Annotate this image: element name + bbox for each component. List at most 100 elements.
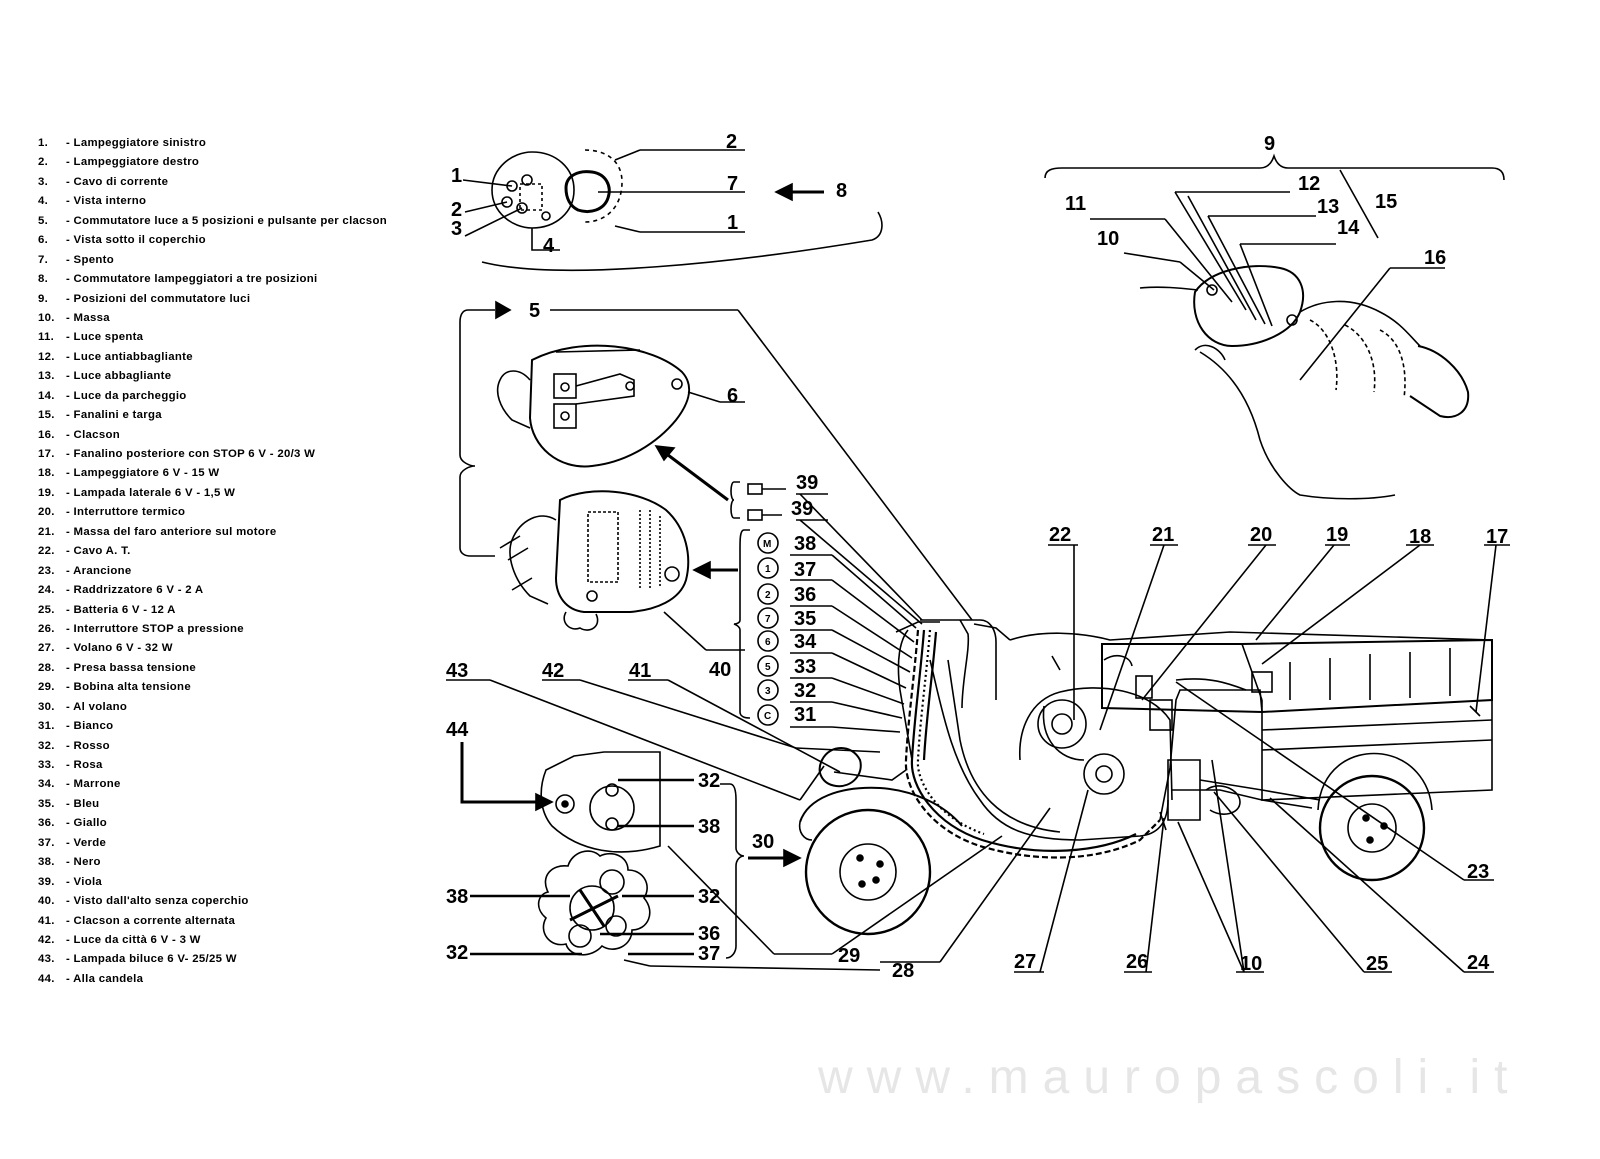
- legend-text: - Bobina alta tensione: [66, 681, 191, 694]
- legend-item: 33.- Rosa: [38, 756, 438, 775]
- legend-text: - Raddrizzatore 6 V - 2 A: [66, 584, 204, 597]
- legend-number: 40.: [38, 895, 55, 908]
- legend-item: 42.- Luce da città 6 V - 3 W: [38, 931, 438, 950]
- legend-text: - Massa del faro anteriore sul motore: [66, 525, 277, 538]
- legend-item: 29. - Bobina alta tensione: [38, 678, 438, 697]
- legend-text: - Luce spenta: [66, 331, 144, 344]
- callout-32: 32: [446, 942, 468, 964]
- callout-12: 12: [1298, 173, 1320, 195]
- legend-text: - Cavo di corrente: [66, 175, 169, 188]
- position-leader-lines: [1090, 191, 1445, 381]
- legend-item: 15.- Fanalini e targa: [38, 406, 438, 425]
- callout-27: 27: [1014, 951, 1036, 973]
- legend-item: 1.- Lampeggiatore sinistro: [38, 134, 438, 153]
- callout-13: 13: [1317, 196, 1339, 218]
- callout-44: 44: [446, 719, 469, 741]
- legend-number: 24.: [38, 584, 55, 597]
- legend-number: 2.: [38, 156, 49, 169]
- callout-11: 11: [1065, 193, 1086, 215]
- legend-text: - Vista interno: [66, 195, 147, 208]
- legend-item: 40. - Visto dall'alto senza coperchio: [38, 892, 438, 911]
- legend-text: - Al volano: [66, 700, 128, 713]
- callout-22: 22: [1049, 524, 1071, 546]
- legend-number: 25.: [38, 603, 55, 616]
- legend-item: 31.- Bianco: [38, 717, 438, 736]
- al-volano-brace: [720, 783, 802, 959]
- legend-number: 3.: [38, 175, 49, 188]
- wire-code-7: 7: [765, 614, 771, 625]
- callout-38: 38: [794, 533, 816, 555]
- legend-number: 37.: [38, 836, 55, 849]
- legend-number: 42.: [38, 933, 55, 946]
- callout-36: 36: [698, 923, 720, 945]
- callout-17: 17: [1486, 526, 1508, 548]
- legend-text: - Lampada biluce 6 V- 25/25 W: [66, 953, 237, 966]
- commutator-cover-drawing: [496, 344, 745, 468]
- legend-text: - Commutatore lampeggiatori a tre posizi…: [66, 273, 318, 286]
- vehicle-leader-lines: [446, 544, 1510, 973]
- legend-number: 31.: [38, 720, 55, 733]
- legend-item: 26.- Interruttore STOP a pressione: [38, 620, 438, 639]
- callout-5: 5: [529, 300, 540, 322]
- legend-text: - Interruttore STOP a pressione: [66, 622, 244, 635]
- spark-plug-arrow: [460, 742, 554, 812]
- legend-text: - Visto dall'alto senza coperchio: [66, 895, 249, 908]
- legend-item: 9.- Posizioni del commutatore luci: [38, 290, 438, 309]
- legend-text: - Fanalino posteriore con STOP 6 V - 20/…: [66, 448, 316, 460]
- wire-code-2: 2: [765, 590, 771, 601]
- legend-text: - Volano 6 V - 32 W: [66, 642, 173, 655]
- callout-37: 37: [698, 943, 720, 965]
- callout-6: 6: [727, 385, 738, 407]
- legend-number: 29.: [38, 681, 55, 694]
- legend-number: 44.: [38, 972, 55, 985]
- legend-item: 4.- Vista interno: [38, 192, 438, 211]
- position-brace: [1044, 153, 1505, 239]
- callout-35: 35: [794, 608, 816, 630]
- legend-number: 21.: [38, 525, 55, 538]
- legend-item: 35.- Bleu: [38, 795, 438, 814]
- legend-number: 15.: [38, 409, 55, 422]
- legend-number: 16.: [38, 428, 55, 441]
- legend-item: 32.- Rosso: [38, 737, 438, 756]
- legend-number: 27.: [38, 642, 55, 655]
- callout-1: 1: [727, 212, 738, 234]
- legend-text: - Rosso: [66, 739, 110, 752]
- legend-text: - Posizioni del commutatore luci: [66, 292, 251, 305]
- wire-code-5: 5: [765, 662, 771, 673]
- arrow-to-cover: [654, 445, 729, 502]
- legend-number: 8.: [38, 273, 49, 286]
- flasher-switch-drawing: [481, 149, 883, 272]
- legend-text: - Giallo: [66, 817, 108, 830]
- coil-plug-leaders: [623, 845, 881, 971]
- callout-30: 30: [752, 831, 774, 853]
- legend-text: - Clacson a corrente alternata: [66, 914, 236, 927]
- legend-text: - Interruttore termico: [66, 506, 186, 519]
- arrow-to-inside: [692, 560, 738, 580]
- wire-code-1: 1: [765, 564, 771, 575]
- legend-number: 43.: [38, 953, 55, 966]
- legend-text: - Luce abbagliante: [66, 370, 172, 383]
- arrow-8: [774, 182, 824, 202]
- legend-item: 8. - Commutatore lampeggiatori a tre posi…: [38, 270, 438, 289]
- legend-item: 10.- Massa: [38, 309, 438, 328]
- legend-number: 20.: [38, 506, 55, 519]
- legend-item: 17.- Fanalino posteriore con STOP 6 V - …: [38, 445, 438, 464]
- legend-item: 41. - Clacson a corrente alternata: [38, 912, 438, 931]
- callout-24: 24: [1467, 952, 1490, 974]
- legend-text: - Viola: [66, 875, 103, 888]
- callout-42: 42: [542, 660, 564, 682]
- legend-item: 14.- Luce da parcheggio: [38, 387, 438, 406]
- legend-number: 10.: [38, 311, 55, 324]
- legend-text: - Luce antiabbagliante: [66, 350, 193, 363]
- legend-number: 22.: [38, 545, 55, 558]
- callout-40: 40: [709, 659, 731, 681]
- handlebar-switch-drawing: [1139, 265, 1470, 500]
- legend-number: 23.: [38, 564, 55, 577]
- legend-text: - Rosa: [66, 759, 103, 771]
- wire-code-letters: M 1 2 7 6 5 3 C: [763, 539, 771, 722]
- legend-text: - Lampeggiatore 6 V - 15 W: [66, 467, 220, 480]
- wire-code-m: M: [763, 539, 771, 550]
- legend-number: 41.: [38, 914, 55, 927]
- legend-text: - Cavo A. T.: [66, 545, 131, 558]
- legend-item: 22. - Cavo A. T.: [38, 542, 438, 561]
